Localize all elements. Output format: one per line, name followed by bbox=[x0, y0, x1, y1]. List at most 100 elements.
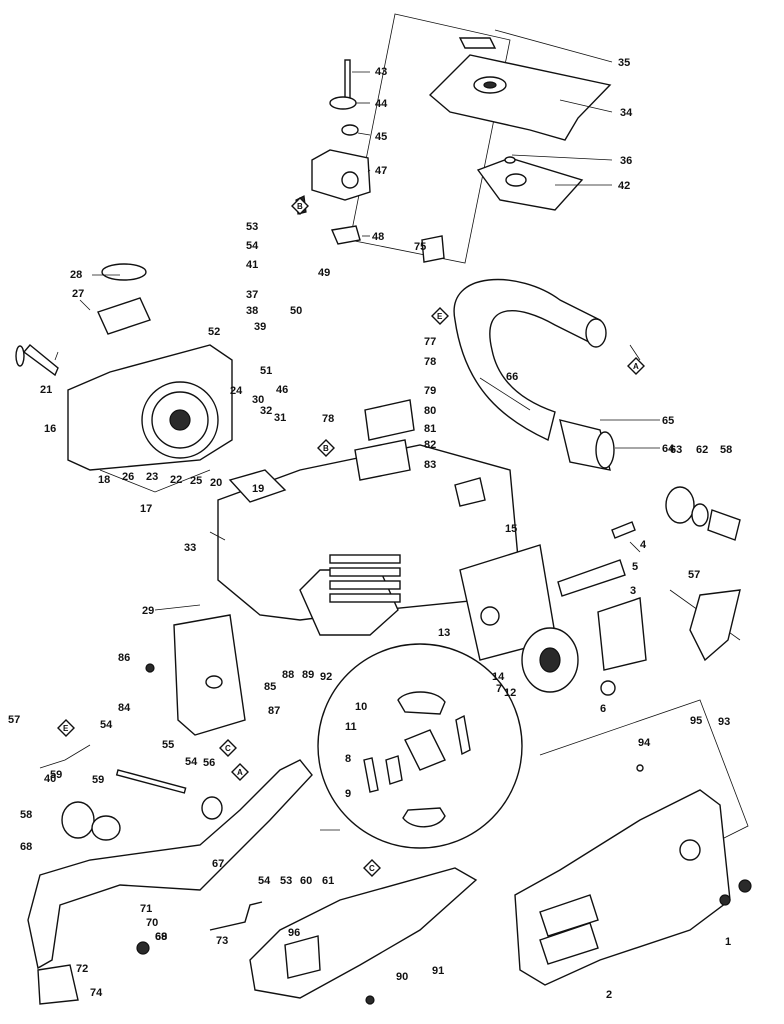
callout-29: 29 bbox=[142, 605, 154, 617]
callout-34: 34 bbox=[620, 107, 633, 119]
callout-78-lower: 78 bbox=[322, 413, 334, 425]
callout-82: 82 bbox=[424, 439, 436, 451]
callout-59-left: 59 bbox=[50, 769, 62, 781]
callout-1: 1 bbox=[725, 936, 731, 948]
callout-28: 28 bbox=[70, 269, 82, 281]
callout-74: 74 bbox=[90, 987, 103, 999]
callout-47: 47 bbox=[375, 165, 387, 177]
callout-49: 49 bbox=[318, 267, 330, 279]
callout-85: 85 bbox=[264, 681, 276, 693]
callout-96: 96 bbox=[288, 927, 300, 939]
cylinder-fins bbox=[329, 554, 401, 603]
callout-30: 30 bbox=[252, 394, 264, 406]
callout-65: 65 bbox=[662, 415, 674, 427]
callout-58-left: 58 bbox=[20, 809, 32, 821]
callout-54-handle-mid: 54 bbox=[185, 756, 198, 768]
reference-markers: A A B B C C D E bbox=[57, 197, 645, 877]
callout-71: 71 bbox=[140, 903, 152, 915]
callout-48: 48 bbox=[372, 231, 384, 243]
clutch-detail-inset bbox=[317, 643, 523, 849]
callout-66: 66 bbox=[506, 371, 518, 383]
callout-13: 13 bbox=[438, 627, 450, 639]
callout-92: 92 bbox=[320, 671, 332, 683]
callout-43: 43 bbox=[375, 66, 387, 78]
svg-text:C: C bbox=[225, 744, 231, 753]
callout-41: 41 bbox=[246, 259, 258, 271]
sprocket-cover bbox=[514, 764, 752, 986]
callout-84: 84 bbox=[118, 702, 131, 714]
callout-5: 5 bbox=[632, 561, 638, 573]
callout-37: 37 bbox=[246, 289, 258, 301]
air-filter-cover bbox=[428, 37, 612, 211]
callout-55: 55 bbox=[162, 739, 174, 751]
leader-lines bbox=[54, 29, 660, 831]
svg-text:A: A bbox=[237, 768, 243, 777]
callout-19: 19 bbox=[252, 483, 264, 495]
callout-63: 63 bbox=[670, 444, 682, 456]
callout-50: 50 bbox=[290, 305, 302, 317]
callout-3: 3 bbox=[630, 585, 636, 597]
svg-text:A: A bbox=[633, 362, 639, 371]
ref-marker-c: C bbox=[363, 859, 381, 877]
callout-31: 31 bbox=[274, 412, 286, 424]
ref-marker-b: B bbox=[291, 197, 309, 215]
callout-12: 12 bbox=[504, 687, 516, 699]
callout-33: 33 bbox=[184, 542, 196, 554]
callout-53-top: 53 bbox=[246, 221, 258, 233]
callout-54-handle-left: 54 bbox=[100, 719, 113, 731]
callout-78-upper: 78 bbox=[424, 356, 436, 368]
chain-cover-plate bbox=[145, 614, 246, 736]
callout-95: 95 bbox=[690, 715, 702, 727]
callout-18: 18 bbox=[98, 474, 110, 486]
callout-6: 6 bbox=[600, 703, 606, 715]
callout-23: 23 bbox=[146, 471, 158, 483]
callout-27: 27 bbox=[72, 288, 84, 300]
callout-79: 79 bbox=[424, 385, 436, 397]
callout-25: 25 bbox=[190, 475, 202, 487]
callout-16: 16 bbox=[44, 423, 56, 435]
callout-56: 56 bbox=[203, 757, 215, 769]
ref-marker-b: B bbox=[317, 439, 335, 457]
callout-40: 40 bbox=[44, 773, 56, 785]
callout-14: 14 bbox=[492, 671, 505, 683]
callout-69: 69 bbox=[155, 931, 167, 943]
callout-58-right: 58 bbox=[720, 444, 732, 456]
callout-22: 22 bbox=[170, 474, 182, 486]
callout-91: 91 bbox=[432, 965, 444, 977]
callout-42: 42 bbox=[618, 180, 630, 192]
callout-26: 26 bbox=[122, 471, 134, 483]
callout-68-right: 68 bbox=[155, 931, 167, 943]
callout-44: 44 bbox=[375, 98, 388, 110]
callout-51: 51 bbox=[260, 365, 272, 377]
ref-marker-e: E bbox=[57, 719, 75, 737]
callout-35: 35 bbox=[618, 57, 630, 69]
callout-60: 60 bbox=[300, 875, 312, 887]
handle-bar bbox=[453, 278, 615, 471]
callout-93: 93 bbox=[718, 716, 730, 728]
callout-83: 83 bbox=[424, 459, 436, 471]
front-handle bbox=[27, 759, 313, 1005]
svg-text:E: E bbox=[63, 724, 69, 733]
callout-4: 4 bbox=[640, 539, 647, 551]
callout-32: 32 bbox=[260, 405, 272, 417]
callout-54-top: 54 bbox=[246, 240, 259, 252]
callout-70: 70 bbox=[146, 917, 158, 929]
callout-54-handle-bottom: 54 bbox=[258, 875, 271, 887]
callout-57-right: 57 bbox=[688, 569, 700, 581]
callout-75: 75 bbox=[414, 241, 426, 253]
ref-marker-a: A bbox=[627, 357, 645, 375]
callout-46: 46 bbox=[276, 384, 288, 396]
callout-67: 67 bbox=[212, 858, 224, 870]
callout-64: 64 bbox=[662, 443, 675, 455]
ref-marker-a: A bbox=[231, 763, 249, 781]
callout-36: 36 bbox=[620, 155, 632, 167]
callout-94: 94 bbox=[638, 737, 651, 749]
callout-39: 39 bbox=[254, 321, 266, 333]
carburetor-assembly bbox=[295, 59, 371, 245]
callout-38: 38 bbox=[246, 305, 258, 317]
chain-brake-clutch bbox=[459, 521, 741, 696]
callout-62: 62 bbox=[696, 444, 708, 456]
callout-20: 20 bbox=[210, 477, 222, 489]
callout-24: 24 bbox=[230, 385, 243, 397]
callout-77: 77 bbox=[424, 336, 436, 348]
